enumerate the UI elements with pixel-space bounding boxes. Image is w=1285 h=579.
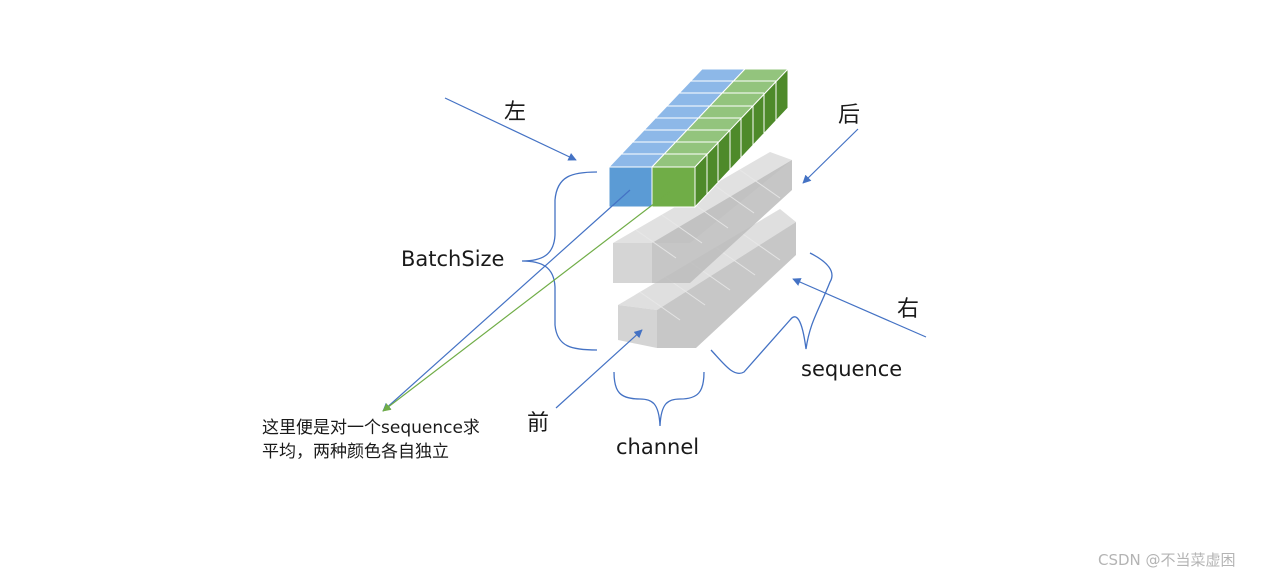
sequence-row (607, 67, 790, 209)
blue-cell-front (608, 166, 653, 208)
batchsize-brace (521, 171, 598, 351)
back-arrow (802, 128, 859, 184)
average-note-line-2: 平均，两种颜色各自独立 (262, 442, 449, 462)
sequence-brace (710, 252, 833, 374)
channel-brace (613, 371, 705, 427)
front-label: 前 (527, 411, 550, 436)
right-arrow (792, 278, 927, 338)
green-average-arrow (382, 189, 673, 412)
left-label: 左 (504, 100, 527, 125)
back-label: 后 (838, 103, 861, 128)
right-label: 右 (897, 297, 920, 322)
average-note-line-1: 这里便是对一个sequence求 (262, 418, 480, 438)
batchsize-label: BatchSize (401, 247, 505, 271)
sequence-label: sequence (801, 357, 903, 381)
left-arrow (444, 97, 577, 161)
blue-average-arrow (382, 189, 631, 412)
csdn-watermark: CSDN @不当菜虚困 (1098, 551, 1236, 569)
average-note: 这里便是对一个sequence求 平均，两种颜色各自独立 (262, 416, 512, 464)
front-arrow (555, 329, 643, 409)
channel-label: channel (616, 435, 700, 459)
